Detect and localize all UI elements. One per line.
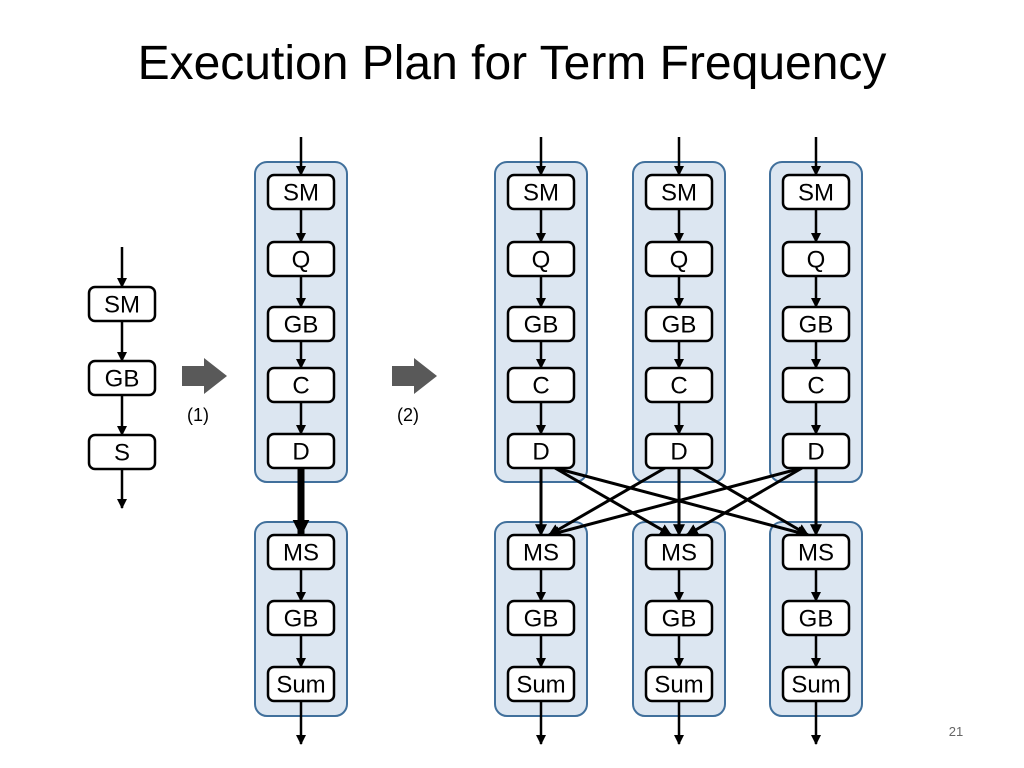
plan1-reduce-gb-1-box xyxy=(266,599,336,637)
plan2-p2-map-sm-0-label: SM xyxy=(661,180,697,207)
plan2-p2-map-q-1-box xyxy=(644,240,714,278)
plan2-p2-reduce-gb-1-label: GB xyxy=(662,606,697,633)
plan2-p1-reduce-sum-2-label: Sum xyxy=(516,672,565,699)
plan1-reduce-sum-2-box xyxy=(266,665,336,703)
plan2-p1-reduce-ms-0-box xyxy=(506,533,576,571)
plan1-map-q-1-box xyxy=(266,240,336,278)
plan1-map-c-3-box xyxy=(266,366,336,404)
plan2-p1-map-q-1-box xyxy=(506,240,576,278)
plan2-p3-reduce-sum-2-label: Sum xyxy=(791,672,840,699)
plan2-p1-map-c-3-box xyxy=(506,366,576,404)
plan1-map-q-1-label: Q xyxy=(292,247,311,274)
plan2-p3-map-gb-2-label: GB xyxy=(799,312,834,339)
plan2-shuffle-edge-2-to-3 xyxy=(692,466,810,537)
plan2-p2-map-d-4-label: D xyxy=(670,439,687,466)
plan2-p2-map-q-1-label: Q xyxy=(670,247,689,274)
plan1-map-c-3-label: C xyxy=(292,373,309,400)
plan2-shuffle-edge-3-to-1 xyxy=(547,466,803,539)
plan1-map-gb-2-label: GB xyxy=(284,312,319,339)
plan1-map-d-4-box xyxy=(266,432,336,470)
plan0-sm-0-box xyxy=(87,285,157,323)
transform-arrow-1 xyxy=(182,358,227,394)
plan1-reduce-gb-1-label: GB xyxy=(284,606,319,633)
plan2-p3-map-c-3-box xyxy=(781,366,851,404)
plan2-p3-reduce-gb-1-box xyxy=(781,599,851,637)
plan2-p2-map-gb-2-box xyxy=(644,305,714,343)
plan2-shuffle-edge-1-to-3 xyxy=(554,466,810,539)
slide-title: Execution Plan for Term Frequency xyxy=(137,37,887,90)
plan2-p2-map-c-3-label: C xyxy=(670,373,687,400)
plan2-p2-map-sm-0-box xyxy=(644,173,714,211)
plan1-map-d-4-label: D xyxy=(292,439,309,466)
operator-boxes: SM GB S SM Q GB C D MS GB Sum SM Q GB C D MS GB Sum SM Q GB C D… xyxy=(87,173,851,703)
transform-arrow-2 xyxy=(392,358,437,394)
plan0-s-2-label: S xyxy=(114,440,130,467)
plan1-reduce-sum-2-label: Sum xyxy=(276,672,325,699)
plan1-map-sm-0-box xyxy=(266,173,336,211)
plan2-p3-map-d-4-label: D xyxy=(807,439,824,466)
plan2-p2-reduce-sum-2-box xyxy=(644,665,714,703)
plan0-s-2-box xyxy=(87,433,157,471)
plan2-p1-reduce-sum-2-box xyxy=(506,665,576,703)
plan2-shuffle-edge-1-to-2 xyxy=(554,466,673,537)
plan0-gb-1-label: GB xyxy=(105,366,140,393)
plan2-p1-reduce-gb-1-box xyxy=(506,599,576,637)
plan2-p3-map-d-4-box xyxy=(781,432,851,470)
plan2-p3-map-sm-0-label: SM xyxy=(798,180,834,207)
plan1-reduce-ms-0-label: MS xyxy=(283,540,319,567)
plan2-p2-reduce-sum-2-label: Sum xyxy=(654,672,703,699)
plan2-p3-reduce-gb-1-label: GB xyxy=(799,606,834,633)
plan2-p1-map-c-3-label: C xyxy=(532,373,549,400)
plan2-p1-reduce-ms-0-label: MS xyxy=(523,540,559,567)
plan2-p2-map-c-3-box xyxy=(644,366,714,404)
plan2-p3-map-q-1-box xyxy=(781,240,851,278)
plan2-p2-reduce-ms-0-label: MS xyxy=(661,540,697,567)
plan2-p1-reduce-gb-1-label: GB xyxy=(524,606,559,633)
plan1-map-gb-2-box xyxy=(266,305,336,343)
plan2-shuffle-edge-3-to-2 xyxy=(685,466,803,537)
plan2-p3-map-c-3-label: C xyxy=(807,373,824,400)
plan2-p2-reduce-ms-0-box xyxy=(644,533,714,571)
plan2-p1-map-sm-0-label: SM xyxy=(523,180,559,207)
plan2-p2-reduce-gb-1-box xyxy=(644,599,714,637)
plan2-p3-map-sm-0-box xyxy=(781,173,851,211)
plan1-map-sm-0-label: SM xyxy=(283,180,319,207)
plan2-p2-map-d-4-box xyxy=(644,432,714,470)
plan2-p1-map-gb-2-box xyxy=(506,305,576,343)
plan2-shuffle-edge-2-to-1 xyxy=(547,466,666,537)
plan2-p3-reduce-ms-0-label: MS xyxy=(798,540,834,567)
page-number: 21 xyxy=(948,724,964,739)
transform-step-label-1: (1) xyxy=(187,405,209,425)
plan2-p1-map-gb-2-label: GB xyxy=(524,312,559,339)
plan0-sm-0-label: SM xyxy=(104,292,140,319)
plan2-p1-map-d-4-label: D xyxy=(532,439,549,466)
plan2-p3-map-gb-2-box xyxy=(781,305,851,343)
plan2-p3-reduce-ms-0-box xyxy=(781,533,851,571)
transform-step-label-2: (2) xyxy=(397,405,419,425)
plan0-gb-1-box xyxy=(87,359,157,397)
transform-arrows: (1) (2) xyxy=(182,358,437,425)
plan2-p3-reduce-sum-2-box xyxy=(781,665,851,703)
plan2-p1-map-sm-0-box xyxy=(506,173,576,211)
plan2-p1-map-d-4-box xyxy=(506,432,576,470)
plan2-p1-map-q-1-label: Q xyxy=(532,247,551,274)
plan2-p2-map-gb-2-label: GB xyxy=(662,312,697,339)
plan1-reduce-ms-0-box xyxy=(266,533,336,571)
dataflow-edges xyxy=(117,137,822,745)
plan2-p3-map-q-1-label: Q xyxy=(807,247,826,274)
